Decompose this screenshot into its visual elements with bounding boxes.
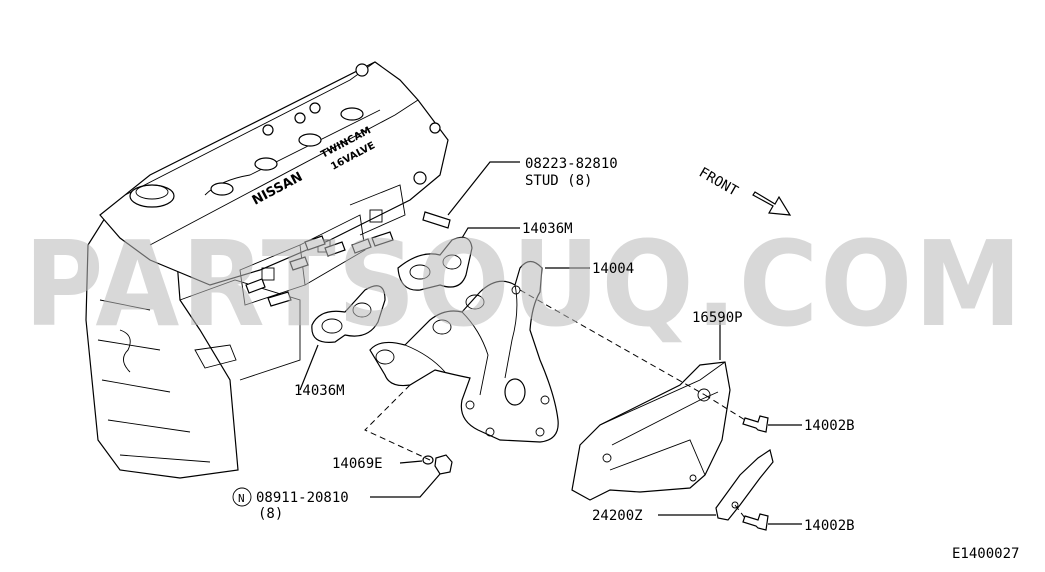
callout-stud-desc: STUD (8) [525,173,592,189]
exhaust-manifold [369,260,559,443]
front-label: FRONT [696,165,741,200]
callout-bracket: 24200Z [592,508,643,524]
diagram-code: E1400027 [952,546,1019,562]
watermark: PARTSOUQ.COM [24,215,1024,353]
callout-gasket-lower: 14036M [294,383,345,399]
front-arrow-icon [752,191,792,216]
callout-gasket-upper: 14036M [522,221,573,237]
callout-bolt-upper: 14002B [804,418,855,434]
leader-lines [299,161,802,525]
callout-nut-qty: (8) [258,506,283,522]
gasket-lower [311,285,386,343]
callout-nut-symbol: N [238,492,245,505]
studs [245,211,451,307]
fasteners [422,415,769,531]
front-direction-indicator: FRONT [696,165,792,216]
callout-manifold: 14004 [592,261,634,277]
heat-shield [571,361,731,501]
bracket [715,449,774,521]
callout-nut-part: 08911-20810 [256,490,349,506]
cylinder-head: NISSAN TWINCAM 16VALVE [99,61,449,306]
callout-washer: 14069E [332,456,383,472]
callout-bolt-lower: 14002B [804,518,855,534]
gasket-upper [397,236,473,291]
nut-symbol-circle [232,487,252,507]
callout-cover: 16590P [692,310,743,326]
callout-stud-part: 08223-82810 [525,156,618,172]
engine-block [85,204,301,479]
assembly-lines [364,289,746,519]
